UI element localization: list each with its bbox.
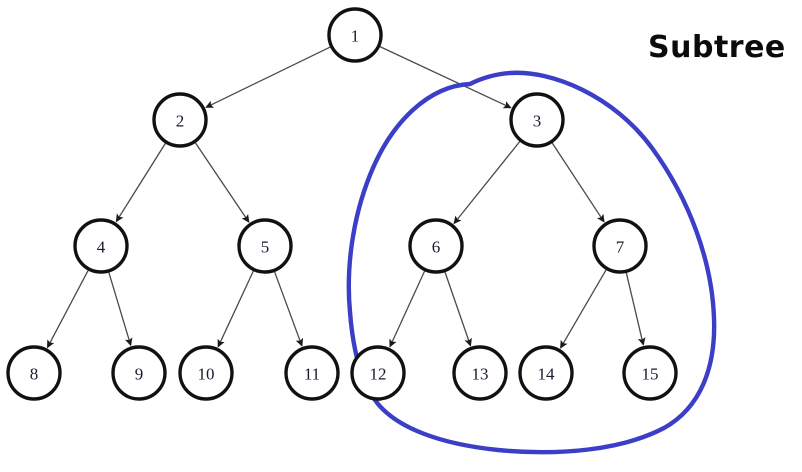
node-label-6: 6 (432, 238, 441, 257)
node-label-5: 5 (261, 238, 270, 257)
tree-node-10[interactable]: 10 (178, 345, 234, 401)
node-label-14: 14 (538, 365, 556, 384)
node-circle-13 (452, 345, 508, 401)
node-label-12: 12 (370, 365, 387, 384)
tree-node-14[interactable]: 14 (518, 345, 574, 401)
node-circle-11 (284, 345, 340, 401)
node-circle-12 (350, 345, 406, 401)
node-circle-5 (237, 218, 293, 274)
edges-group (46, 45, 646, 349)
tree-node-12[interactable]: 12 (350, 345, 406, 401)
subtree-annotation-label: Subtree (648, 30, 786, 65)
node-circle-8 (6, 345, 62, 401)
edge-n6-to-n13 (444, 271, 472, 347)
node-circle-9 (111, 345, 167, 401)
node-circle-10 (178, 345, 234, 401)
node-label-8: 8 (30, 365, 39, 384)
subtree-outline-path (346, 70, 717, 455)
node-label-13: 13 (472, 365, 489, 384)
node-label-9: 9 (135, 365, 144, 384)
tree-node-13[interactable]: 13 (452, 345, 508, 401)
edge-n4-to-n9 (108, 271, 133, 347)
node-label-1: 1 (351, 27, 360, 46)
tree-node-15[interactable]: 15 (622, 345, 678, 401)
node-label-11: 11 (304, 365, 320, 384)
node-label-2: 2 (176, 112, 185, 131)
edge-n4-to-n8 (46, 269, 89, 349)
node-circle-6 (408, 218, 464, 274)
tree-node-11[interactable]: 11 (284, 345, 340, 401)
edge-n5-to-n11 (273, 271, 304, 347)
edge-n2-to-n4 (115, 142, 167, 223)
edge-n7-to-n14 (560, 268, 607, 349)
node-circle-1 (327, 7, 383, 63)
node-label-15: 15 (642, 365, 659, 384)
node-label-4: 4 (97, 238, 106, 257)
edge-n3-to-n7 (551, 142, 605, 223)
node-circle-3 (509, 92, 565, 148)
node-circle-2 (152, 92, 208, 148)
tree-node-6[interactable]: 6 (408, 218, 464, 274)
edge-n5-to-n10 (217, 270, 255, 348)
tree-node-5[interactable]: 5 (237, 218, 293, 274)
tree-node-3[interactable]: 3 (509, 92, 565, 148)
tree-node-1[interactable]: 1 (327, 7, 383, 63)
edge-n7-to-n15 (625, 272, 646, 346)
node-circle-4 (73, 218, 129, 274)
node-circle-14 (518, 345, 574, 401)
node-label-3: 3 (533, 112, 542, 131)
edge-n1-to-n3 (379, 45, 512, 109)
tree-node-9[interactable]: 9 (111, 345, 167, 401)
node-circle-7 (592, 218, 648, 274)
tree-node-7[interactable]: 7 (592, 218, 648, 274)
edge-n1-to-n2 (205, 46, 331, 108)
node-circle-15 (622, 345, 678, 401)
tree-node-8[interactable]: 8 (6, 345, 62, 401)
edge-n6-to-n12 (389, 270, 426, 348)
node-label-7: 7 (616, 238, 625, 257)
node-label-10: 10 (198, 365, 215, 384)
subtree-highlight-outline (346, 70, 717, 455)
edge-n2-to-n5 (194, 142, 250, 223)
edge-n3-to-n6 (453, 140, 521, 225)
subtree-annotation-group: Subtree (648, 30, 786, 65)
tree-node-2[interactable]: 2 (152, 92, 208, 148)
tree-node-4[interactable]: 4 (73, 218, 129, 274)
